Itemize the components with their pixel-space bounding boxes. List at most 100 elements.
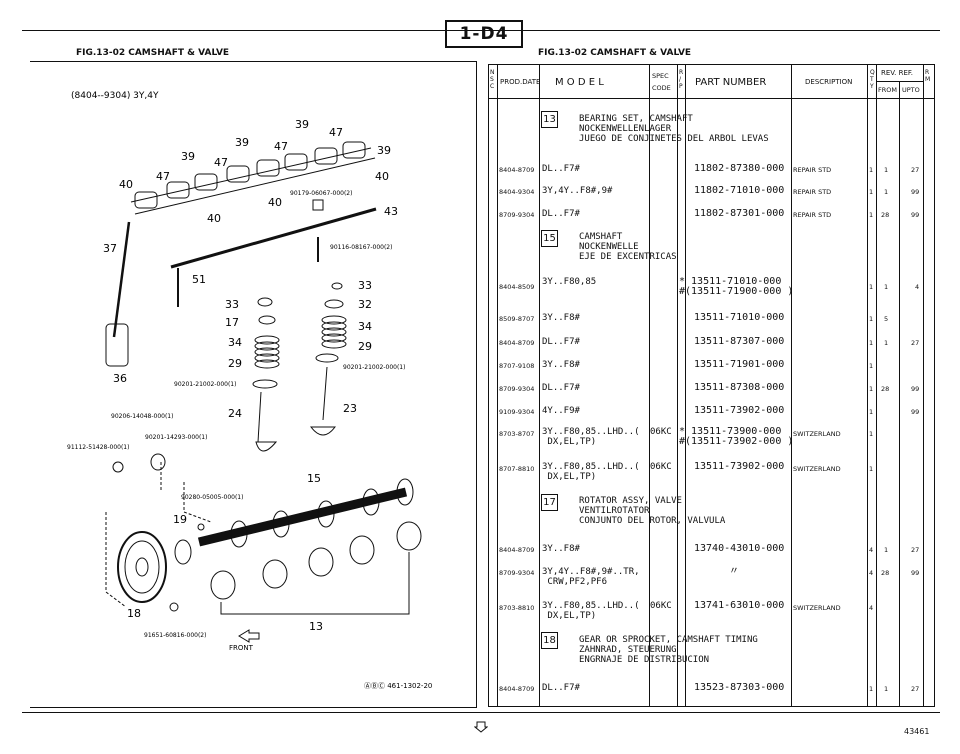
callout-24: 24	[228, 407, 242, 420]
callout-34: 34	[228, 336, 242, 349]
callout-15: 15	[307, 472, 321, 485]
rocker-arm-group	[130, 141, 376, 215]
callout-29: 29	[228, 357, 242, 370]
group-desc-15: CAMSHAFT NOCKENWELLE EJE DE EXCENTRICAS	[579, 232, 677, 262]
callout-43: 43	[384, 205, 398, 218]
table-row: 8404-8709 DL..F7# 11802-87380-000 REPAIR…	[499, 163, 920, 175]
left-title-rule	[30, 61, 476, 62]
table-row: 8404-8709 DL..F7# 13511-87307-000 1 1 27	[499, 336, 920, 348]
callout-51: 51	[192, 273, 206, 286]
callout-47: 47	[156, 170, 170, 183]
callout-39: 39	[235, 136, 249, 149]
callout-34: 34	[358, 320, 372, 333]
bottom-rule	[22, 712, 940, 713]
table-row: 8703-8810 3Y..F80,85..LHD..( DX,EL,TP) 0…	[499, 600, 874, 622]
spring-left-shape	[252, 297, 280, 452]
callout-33: 33	[225, 298, 239, 311]
table-row: 8703-8707 3Y..F80,85..LHD..( DX,EL,TP) 0…	[499, 426, 874, 448]
part-ref: 90206-14048-000(1)	[111, 413, 173, 420]
table-row: 8404-8509 3Y..F80,85 * 13511-71010-000 #…	[499, 276, 920, 297]
callout-18: 18	[127, 607, 141, 620]
callout-33: 33	[358, 279, 372, 292]
header-upto: UPTO	[902, 86, 920, 94]
applicability-note: (8404--9304) 3Y,4Y	[71, 91, 159, 101]
table-row: 8709-9304 DL..F7# 13511-87308-000 1 28 9…	[499, 382, 920, 394]
table-row: 8709-9304 DL..F7# 11802-87301-000 REPAIR…	[499, 208, 920, 220]
diagram-svg: 39 47 40 39 47 39 47 47 39 40 40 40 43 3…	[67, 91, 432, 690]
header-rm: R M	[925, 69, 931, 83]
header-nsc: N S C	[490, 69, 495, 90]
timing-gear-shape	[117, 531, 192, 603]
table-row: 8404-8709 3Y..F8# 13740-43010-000 4 1 27	[499, 543, 920, 555]
callout-40: 40	[207, 212, 221, 225]
callout-40: 40	[119, 178, 133, 191]
callout-40: 40	[375, 170, 389, 183]
camshaft-shape	[197, 478, 414, 548]
callout-37: 37	[103, 242, 117, 255]
center-divider	[476, 61, 477, 708]
spring-right-shape	[309, 282, 347, 436]
rocker-shaft-shape	[170, 207, 377, 269]
header-model: M O D E L	[555, 77, 604, 88]
table-row: 8509-8707 3Y..F8# 13511-71010-000 1 5	[499, 312, 889, 324]
part-ref: 90201-21002-000(1)	[174, 381, 236, 388]
table-row: 8404-8709 DL..F7# 13523-87303-000 1 1 27	[499, 682, 920, 694]
bearing-shells-shape	[210, 521, 422, 615]
header-rule	[489, 98, 934, 99]
callout-36: 36	[113, 372, 127, 385]
callout-40: 40	[268, 196, 282, 209]
top-rule	[22, 30, 940, 31]
part-ref: 90201-21002-000(1)	[343, 364, 405, 371]
group-desc-13: BEARING SET, CAMSHAFT NOCKENWELLENLAGER …	[579, 114, 769, 144]
callout-39: 39	[377, 144, 391, 157]
left-figure-title: FIG.13-02 CAMSHAFT & VALVE	[76, 48, 230, 58]
parts-table: N S C PROD.DATE M O D E L SPEC CODE R / …	[488, 64, 935, 707]
callout-39: 39	[181, 150, 195, 163]
callout-47: 47	[214, 156, 228, 169]
callout-23: 23	[343, 402, 357, 415]
group-ref-17: 17	[541, 494, 558, 511]
callout-32: 32	[358, 298, 372, 311]
group-desc-17: ROTATOR ASSY, VALVE VENTILROTATOR CONJUN…	[579, 496, 726, 526]
table-row: 8707-9108 3Y..F8# 13511-71901-000 1	[499, 359, 874, 371]
diagram-ref-code: ⒶⒷⒸ 461-1302-20	[364, 682, 432, 690]
callout-17: 17	[225, 316, 239, 329]
group-ref-13: 13	[541, 111, 558, 128]
part-ref: 91112-51428-000(1)	[67, 444, 129, 451]
table-row: 8404-9304 3Y,4Y..F8#,9# 11802-71010-000 …	[499, 185, 920, 197]
page-number: 43461	[904, 727, 930, 736]
header-prod-date: PROD.DATE	[500, 78, 541, 86]
front-label: FRONT	[229, 644, 254, 652]
next-page-arrow-icon[interactable]	[473, 718, 489, 733]
table-row: 8709-9304 3Y,4Y..F8#,9#..TR, CRW,PF2,PF6…	[499, 566, 920, 588]
header-description: DESCRIPTION	[805, 78, 853, 86]
part-ref: 90201-14293-000(1)	[145, 434, 207, 441]
callout-29: 29	[358, 340, 372, 353]
table-row: 9109-9304 4Y..F9# 13511-73902-000 1 99	[499, 405, 920, 417]
group-desc-18: GEAR OR SPROCKET, CAMSHAFT TIMING ZAHNRA…	[579, 635, 758, 665]
group-ref-18: 18	[541, 632, 558, 649]
pushrod-shape	[112, 221, 131, 338]
callout-47: 47	[329, 126, 343, 139]
lifter-shape	[105, 323, 129, 367]
right-figure-title: FIG.13-02 CAMSHAFT & VALVE	[538, 48, 692, 58]
header-part-number: PART NUMBER	[695, 77, 767, 88]
header-qty: Q T Y	[870, 69, 875, 90]
exploded-diagram: 39 47 40 39 47 39 47 47 39 40 40 40 43 3…	[31, 62, 474, 702]
callout-39: 39	[295, 118, 309, 131]
callout-19: 19	[173, 513, 187, 526]
group-ref-15: 15	[541, 230, 558, 247]
part-ref: 91651-60816-000(2)	[144, 632, 206, 639]
part-ref: 90280-05005-000(1)	[181, 494, 243, 501]
header-spec-code: SPEC CODE	[652, 72, 671, 92]
callout-47: 47	[274, 140, 288, 153]
part-ref: 90116-08167-000(2)	[330, 244, 392, 251]
header-rev-ref: REV. REF.	[881, 69, 914, 77]
page-code: 1-D4	[445, 20, 523, 48]
part-ref: 90179-06067-000(2)	[290, 190, 352, 197]
left-bottom-rule	[30, 707, 476, 708]
table-row: 8707-8810 3Y..F80,85..LHD..( DX,EL,TP) 0…	[499, 461, 874, 483]
header-rp: R / P	[679, 69, 684, 90]
callout-13: 13	[309, 620, 323, 633]
header-from: FROM	[878, 86, 897, 94]
